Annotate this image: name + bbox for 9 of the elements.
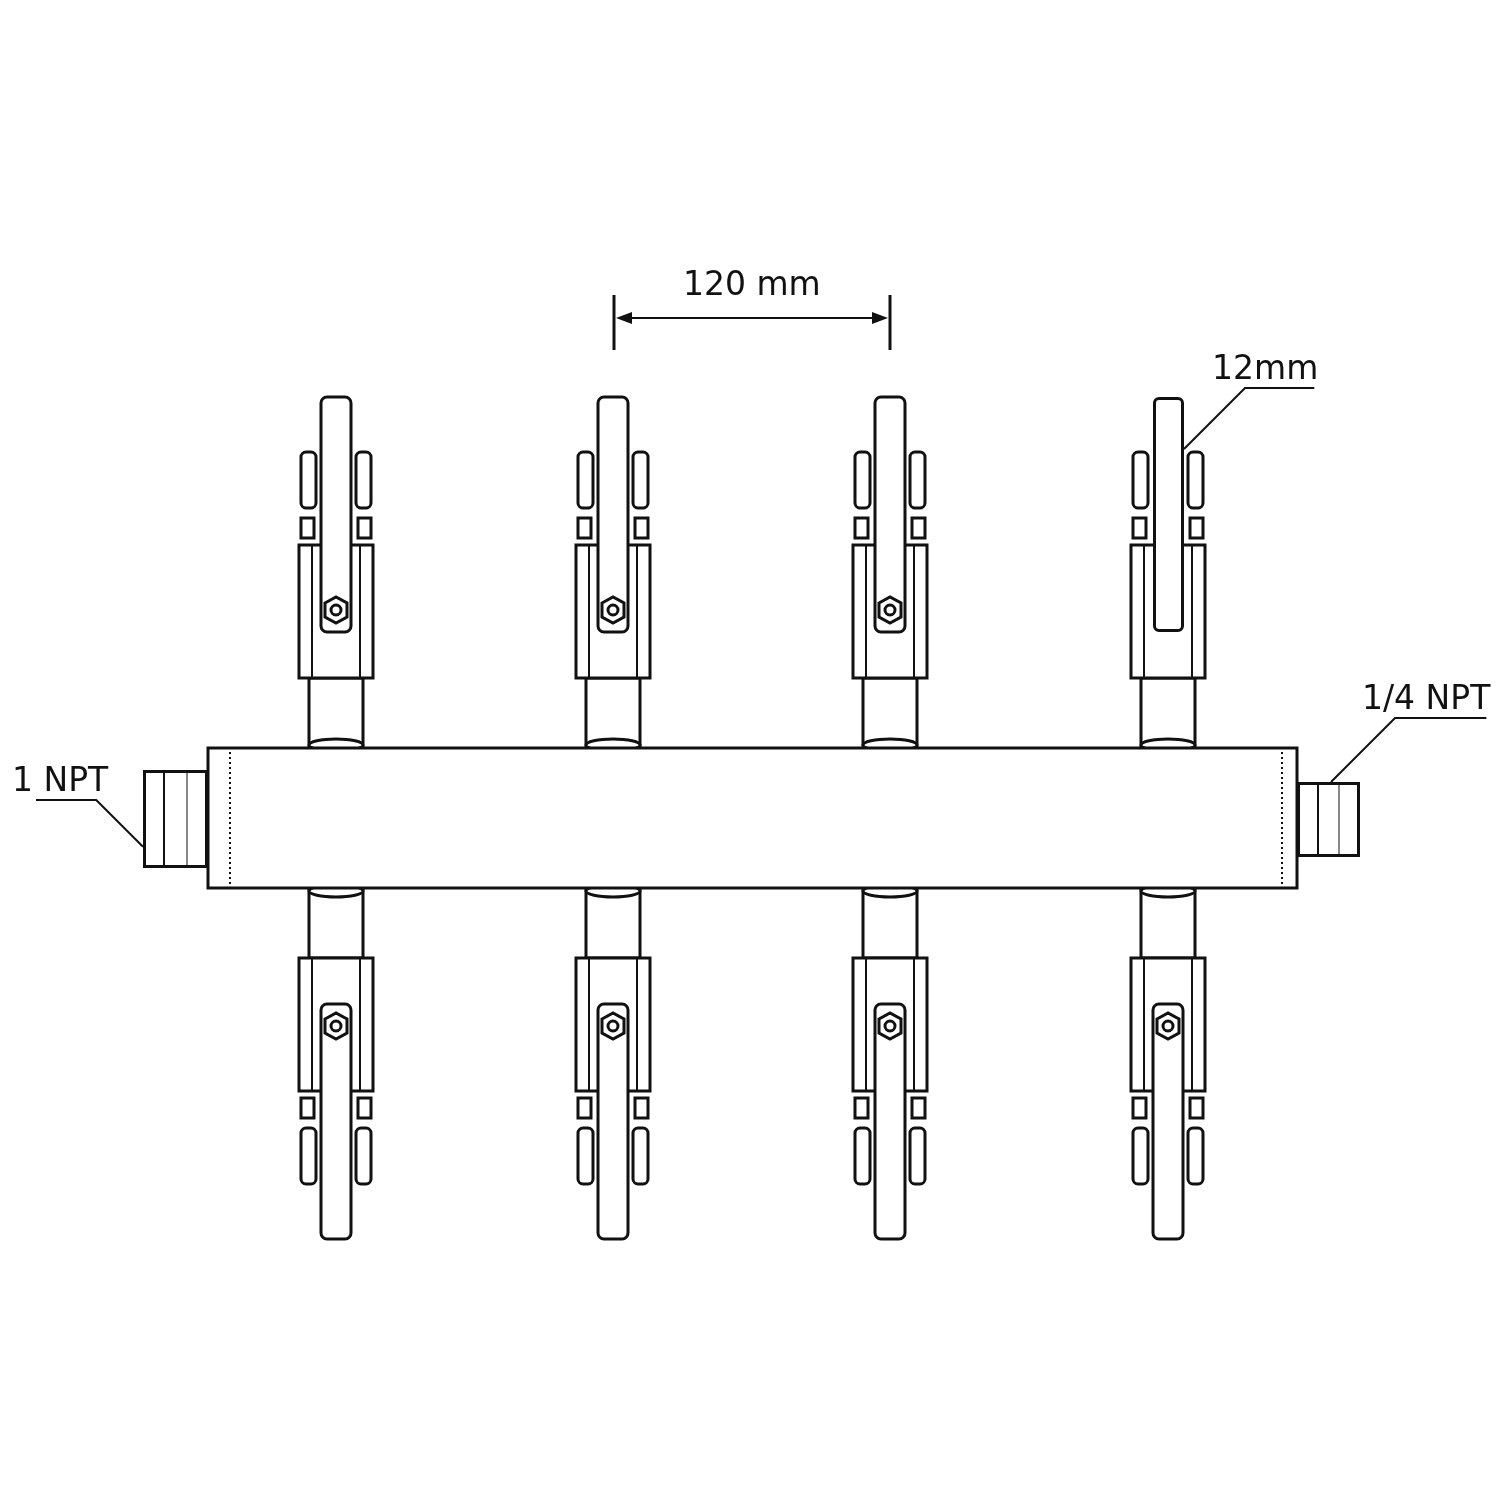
pipe-fitting [143, 770, 208, 868]
leader-line [1330, 717, 1488, 783]
callout-label: 12mm [1212, 350, 1319, 386]
leader-line [35, 799, 144, 848]
callout-label: 1 NPT [12, 762, 109, 798]
valve-handle [1153, 397, 1184, 632]
callout-label: 1/4 NPT [1362, 680, 1491, 716]
dimension-label: 120 mm [683, 266, 821, 302]
pipe-fitting [1297, 782, 1360, 857]
